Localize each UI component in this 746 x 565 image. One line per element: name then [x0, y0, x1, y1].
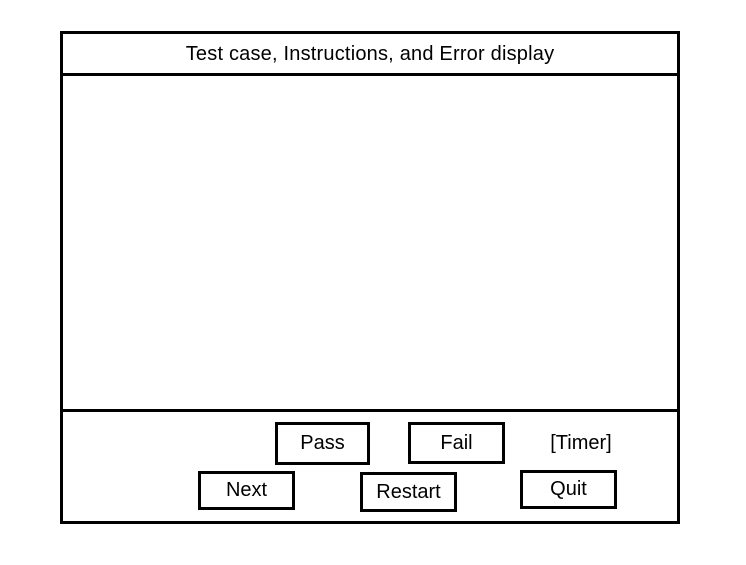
- pass-button[interactable]: Pass: [275, 422, 370, 465]
- fail-button[interactable]: Fail: [408, 422, 505, 464]
- quit-button[interactable]: Quit: [520, 470, 617, 509]
- timer-placeholder: [Timer]: [533, 422, 629, 465]
- next-button[interactable]: Next: [198, 471, 295, 510]
- title-text: Test case, Instructions, and Error displ…: [185, 42, 555, 65]
- test-display-area: [63, 76, 677, 409]
- restart-button[interactable]: Restart: [360, 472, 457, 512]
- test-harness-window: Test case, Instructions, and Error displ…: [60, 31, 680, 524]
- button-bar: Pass Fail [Timer] Next Restart Quit: [63, 409, 677, 521]
- title-bar: Test case, Instructions, and Error displ…: [63, 34, 677, 76]
